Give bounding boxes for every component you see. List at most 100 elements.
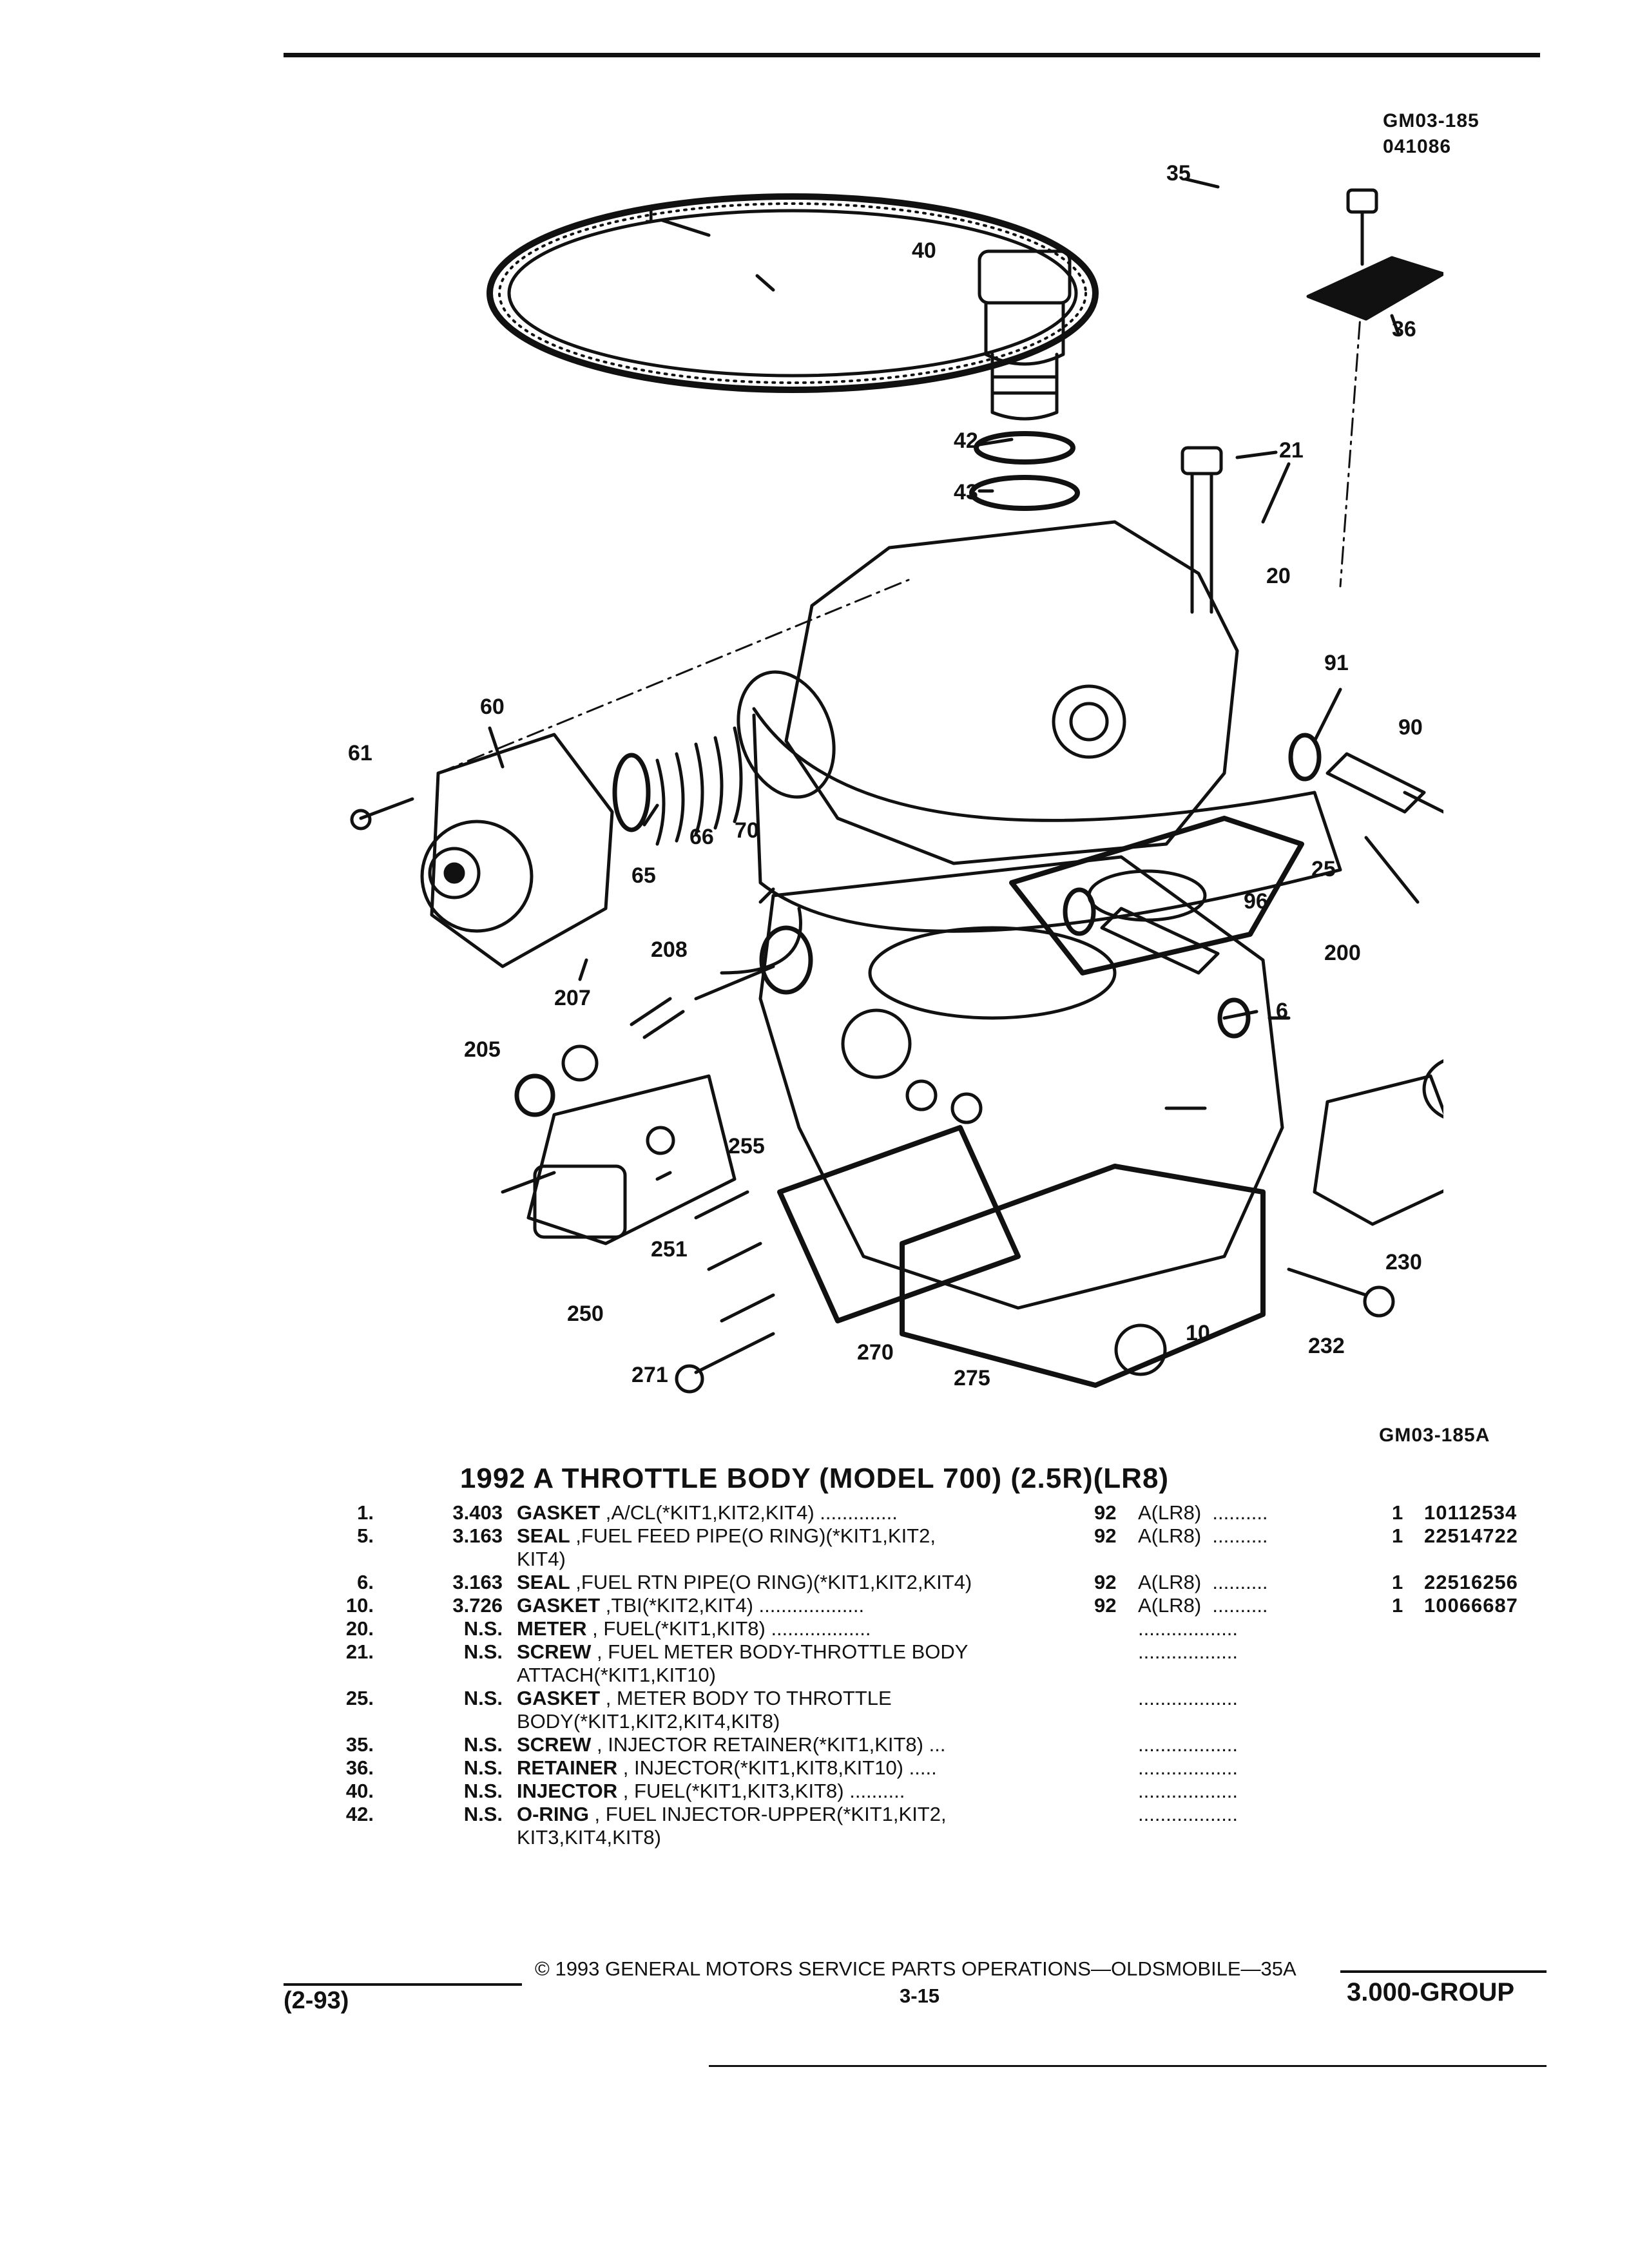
part-detail: , INJECTOR(*KIT1,KIT8,KIT10) ..... <box>617 1756 937 1779</box>
model-year: 92 <box>1094 1571 1117 1593</box>
part-name: SEAL <box>517 1524 570 1547</box>
part-detail: , FUEL(*KIT1,KIT3,KIT8) .......... <box>617 1780 905 1802</box>
model-code: .................. <box>1138 1733 1239 1756</box>
part-description: SEAL ,FUEL RTN PIPE(O RING)(*KIT1,KIT2,K… <box>517 1571 1354 1594</box>
header-ref-number: 041086 <box>1383 136 1452 157</box>
ref-number: 35. <box>345 1733 374 1756</box>
parts-row: 20. N.S. METER , FUEL(*KIT1,KIT8) ......… <box>335 1617 1598 1664</box>
model-year: 92 <box>1094 1524 1117 1547</box>
part-detail: , FUEL METER BODY-THROTTLE BODY ATTACH(*… <box>517 1640 969 1686</box>
footer-group: 3.000-GROUP <box>1347 1978 1515 2006</box>
gm-part-number: 22516256 <box>1424 1571 1518 1593</box>
callout-label: 255 <box>728 1134 765 1158</box>
ref-number: 42. <box>345 1803 374 1825</box>
callout-label: 207 <box>554 986 591 1010</box>
callout-label: 21 <box>1279 438 1304 463</box>
callout-label: 70 <box>735 818 759 843</box>
part-name: SEAL <box>517 1571 570 1593</box>
quantity: 1 <box>1392 1501 1403 1524</box>
callout-label: 25 <box>1311 857 1336 881</box>
callout-label: 65 <box>631 863 656 888</box>
callout-label: 200 <box>1324 941 1361 965</box>
part-detail: , FUEL INJECTOR-UPPER(*KIT1,KIT2, KIT3,K… <box>517 1803 947 1849</box>
part-detail: , INJECTOR RETAINER(*KIT1,KIT8) ... <box>591 1733 946 1756</box>
callout-label: 275 <box>954 1366 990 1390</box>
part-name: SCREW <box>517 1733 592 1756</box>
section-title: 1992 A THROTTLE BODY (MODEL 700) (2.5R)(… <box>459 1463 1170 1494</box>
model-code: .................. <box>1138 1756 1239 1779</box>
part-group: 3.726 <box>452 1594 503 1617</box>
model-code: .................. <box>1138 1803 1239 1825</box>
part-description: SCREW , INJECTOR RETAINER(*KIT1,KIT8) ..… <box>517 1733 1354 1756</box>
callout-label: 35 <box>1166 161 1191 186</box>
part-group: N.S. <box>463 1617 503 1640</box>
callout-label: 230 <box>1385 1250 1422 1274</box>
part-description: GASKET ,TBI(*KIT2,KIT4) ................… <box>517 1594 1354 1617</box>
quantity: 1 <box>1392 1524 1403 1547</box>
part-detail: , METER BODY TO THROTTLE BODY(*KIT1,KIT2… <box>517 1687 892 1733</box>
part-name: GASKET <box>517 1687 601 1709</box>
model-year: 92 <box>1094 1594 1117 1617</box>
callout-label: 61 <box>348 741 372 765</box>
part-detail: ,TBI(*KIT2,KIT4) ................... <box>600 1594 865 1617</box>
callout-label: 36 <box>1392 317 1416 341</box>
ref-number: 6. <box>357 1571 374 1593</box>
callout-label: 251 <box>651 1237 688 1262</box>
callout-label: 208 <box>651 937 688 962</box>
part-group: N.S. <box>463 1733 503 1756</box>
diagram-callouts: 1 40 35 36 21 42 43 20 91 90 60 61 65 66… <box>348 161 1423 1390</box>
model-code: A(LR8) .......... <box>1138 1524 1268 1547</box>
callout-label: 205 <box>464 1037 501 1062</box>
diagram-ref-code: GM03-185A <box>1379 1425 1490 1446</box>
model-code: .................. <box>1138 1617 1239 1640</box>
callout-label: 90 <box>1398 715 1423 740</box>
parts-row: 10. 3.726 GASKET ,TBI(*KIT2,KIT4) ......… <box>335 1594 1598 1640</box>
footer-page-number: 3-15 <box>900 1984 940 2007</box>
top-rule <box>284 53 1540 57</box>
part-group: N.S. <box>463 1687 503 1709</box>
callout-label: 60 <box>480 695 505 719</box>
part-detail: ,A/CL(*KIT1,KIT2,KIT4) .............. <box>600 1501 898 1524</box>
callout-label: 6 <box>1276 999 1288 1023</box>
part-description: RETAINER , INJECTOR(*KIT1,KIT8,KIT10) ..… <box>517 1756 1354 1780</box>
part-description: METER , FUEL(*KIT1,KIT8) ...............… <box>517 1617 1354 1640</box>
parts-row: 35. N.S. SCREW , INJECTOR RETAINER(*KIT1… <box>335 1733 1598 1780</box>
part-description: GASKET ,A/CL(*KIT1,KIT2,KIT4) ..........… <box>517 1501 1354 1524</box>
parts-row: 36. N.S. RETAINER , INJECTOR(*KIT1,KIT8,… <box>335 1756 1598 1803</box>
model-code: A(LR8) .......... <box>1138 1571 1268 1593</box>
part-detail: ,FUEL RTN PIPE(O RING)(*KIT1,KIT2,KIT4) <box>570 1571 972 1593</box>
footer-date: (2-93) <box>284 1987 349 2014</box>
part-description: INJECTOR , FUEL(*KIT1,KIT3,KIT8) .......… <box>517 1780 1354 1803</box>
part-name: RETAINER <box>517 1756 618 1779</box>
ref-number: 20. <box>345 1617 374 1640</box>
model-code: .................. <box>1138 1640 1239 1663</box>
model-code: .................. <box>1138 1780 1239 1802</box>
part-name: METER <box>517 1617 587 1640</box>
parts-row: 21. N.S. SCREW , FUEL METER BODY-THROTTL… <box>335 1640 1598 1687</box>
model-code: A(LR8) .......... <box>1138 1501 1268 1524</box>
part-description: GASKET , METER BODY TO THROTTLE BODY(*KI… <box>517 1687 1354 1733</box>
parts-row: 5. 3.163 SEAL ,FUEL FEED PIPE(O RING)(*K… <box>335 1524 1598 1571</box>
part-detail: , FUEL(*KIT1,KIT8) .................. <box>586 1617 871 1640</box>
callout-label: 43 <box>954 480 978 505</box>
bottom-rule <box>709 2065 1547 2067</box>
callout-label: 271 <box>631 1363 668 1387</box>
ref-number: 36. <box>345 1756 374 1779</box>
callout-label: 40 <box>912 238 936 263</box>
footer-copyright: © 1993 GENERAL MOTORS SERVICE PARTS OPER… <box>535 1957 1296 1980</box>
parts-row: 6. 3.163 SEAL ,FUEL RTN PIPE(O RING)(*KI… <box>335 1571 1598 1617</box>
callout-label: 10 <box>1186 1321 1210 1345</box>
part-description: SEAL ,FUEL FEED PIPE(O RING)(*KIT1,KIT2,… <box>517 1524 1354 1571</box>
ref-number: 5. <box>357 1524 374 1547</box>
part-name: GASKET <box>517 1501 601 1524</box>
part-description: O-RING , FUEL INJECTOR-UPPER(*KIT1,KIT2,… <box>517 1803 1354 1849</box>
callout-label: 1 <box>644 203 657 227</box>
ref-number: 40. <box>345 1780 374 1802</box>
part-group: 3.403 <box>452 1501 503 1524</box>
part-description: SCREW , FUEL METER BODY-THROTTLE BODY AT… <box>517 1640 1354 1687</box>
part-group: N.S. <box>463 1780 503 1802</box>
callout-label: 96 <box>1244 889 1268 914</box>
part-name: O-RING <box>517 1803 589 1825</box>
gm-part-number: 10112534 <box>1424 1501 1518 1524</box>
